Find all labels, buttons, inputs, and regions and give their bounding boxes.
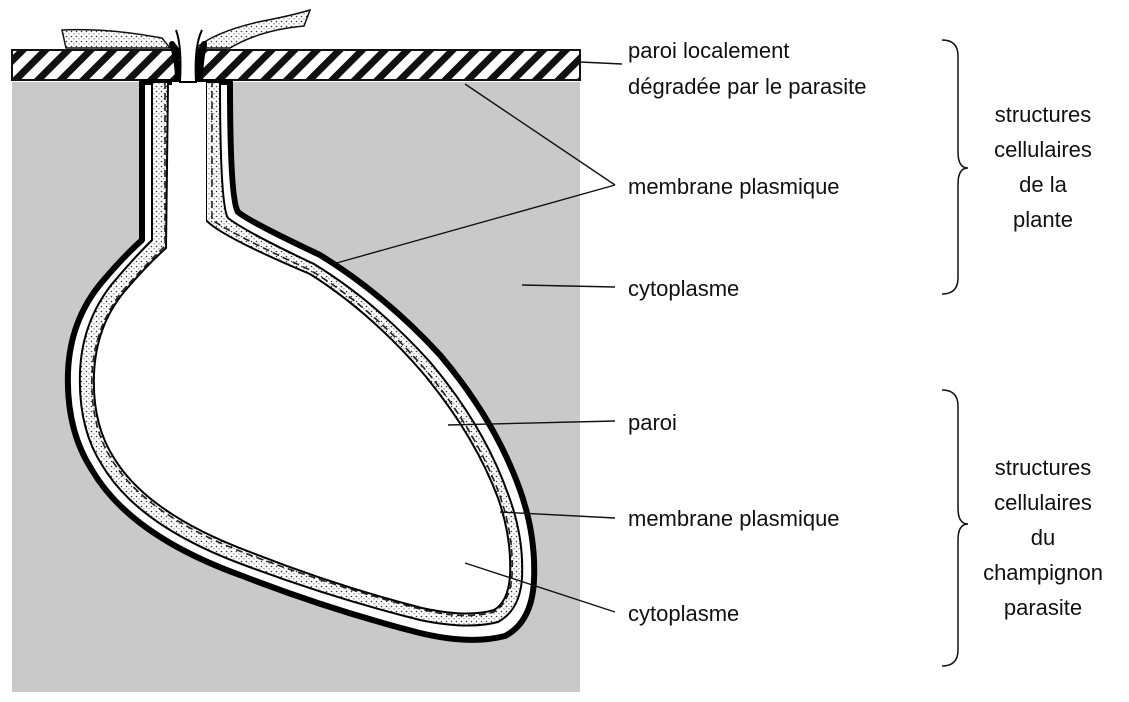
extracellular-layer-right (196, 10, 310, 48)
extracellular-layer-left (62, 30, 170, 48)
label-fungus-cytoplasm: cytoplasme (628, 601, 739, 626)
leader-plant-wall (580, 62, 622, 64)
label-plant-wall-line2: dégradée par le parasite (628, 74, 867, 99)
label-fungus-wall: paroi (628, 410, 677, 435)
fungus-group-brace (942, 390, 968, 666)
plant-group-line-1: structures (995, 102, 1092, 127)
plant-cell-wall-right (196, 50, 580, 80)
fungus-group-line-1: structures (995, 455, 1092, 480)
plant-group-line-4: plante (1013, 207, 1073, 232)
label-fungus-membrane: membrane plasmique (628, 506, 840, 531)
plant-group-line-3: de la (1019, 172, 1067, 197)
plant-cell-wall-left (12, 50, 180, 80)
fungus-group-line-3: du (1031, 525, 1055, 550)
plant-group-brace (942, 40, 968, 294)
fungus-group-line-4: champignon (983, 560, 1103, 585)
fungus-group-line-2: cellulaires (994, 490, 1092, 515)
plant-group-line-2: cellulaires (994, 137, 1092, 162)
label-plant-cytoplasm: cytoplasme (628, 276, 739, 301)
label-plant-wall-line1: paroi localement (628, 38, 789, 63)
fungus-group-line-5: parasite (1004, 595, 1082, 620)
label-plant-membrane: membrane plasmique (628, 174, 840, 199)
